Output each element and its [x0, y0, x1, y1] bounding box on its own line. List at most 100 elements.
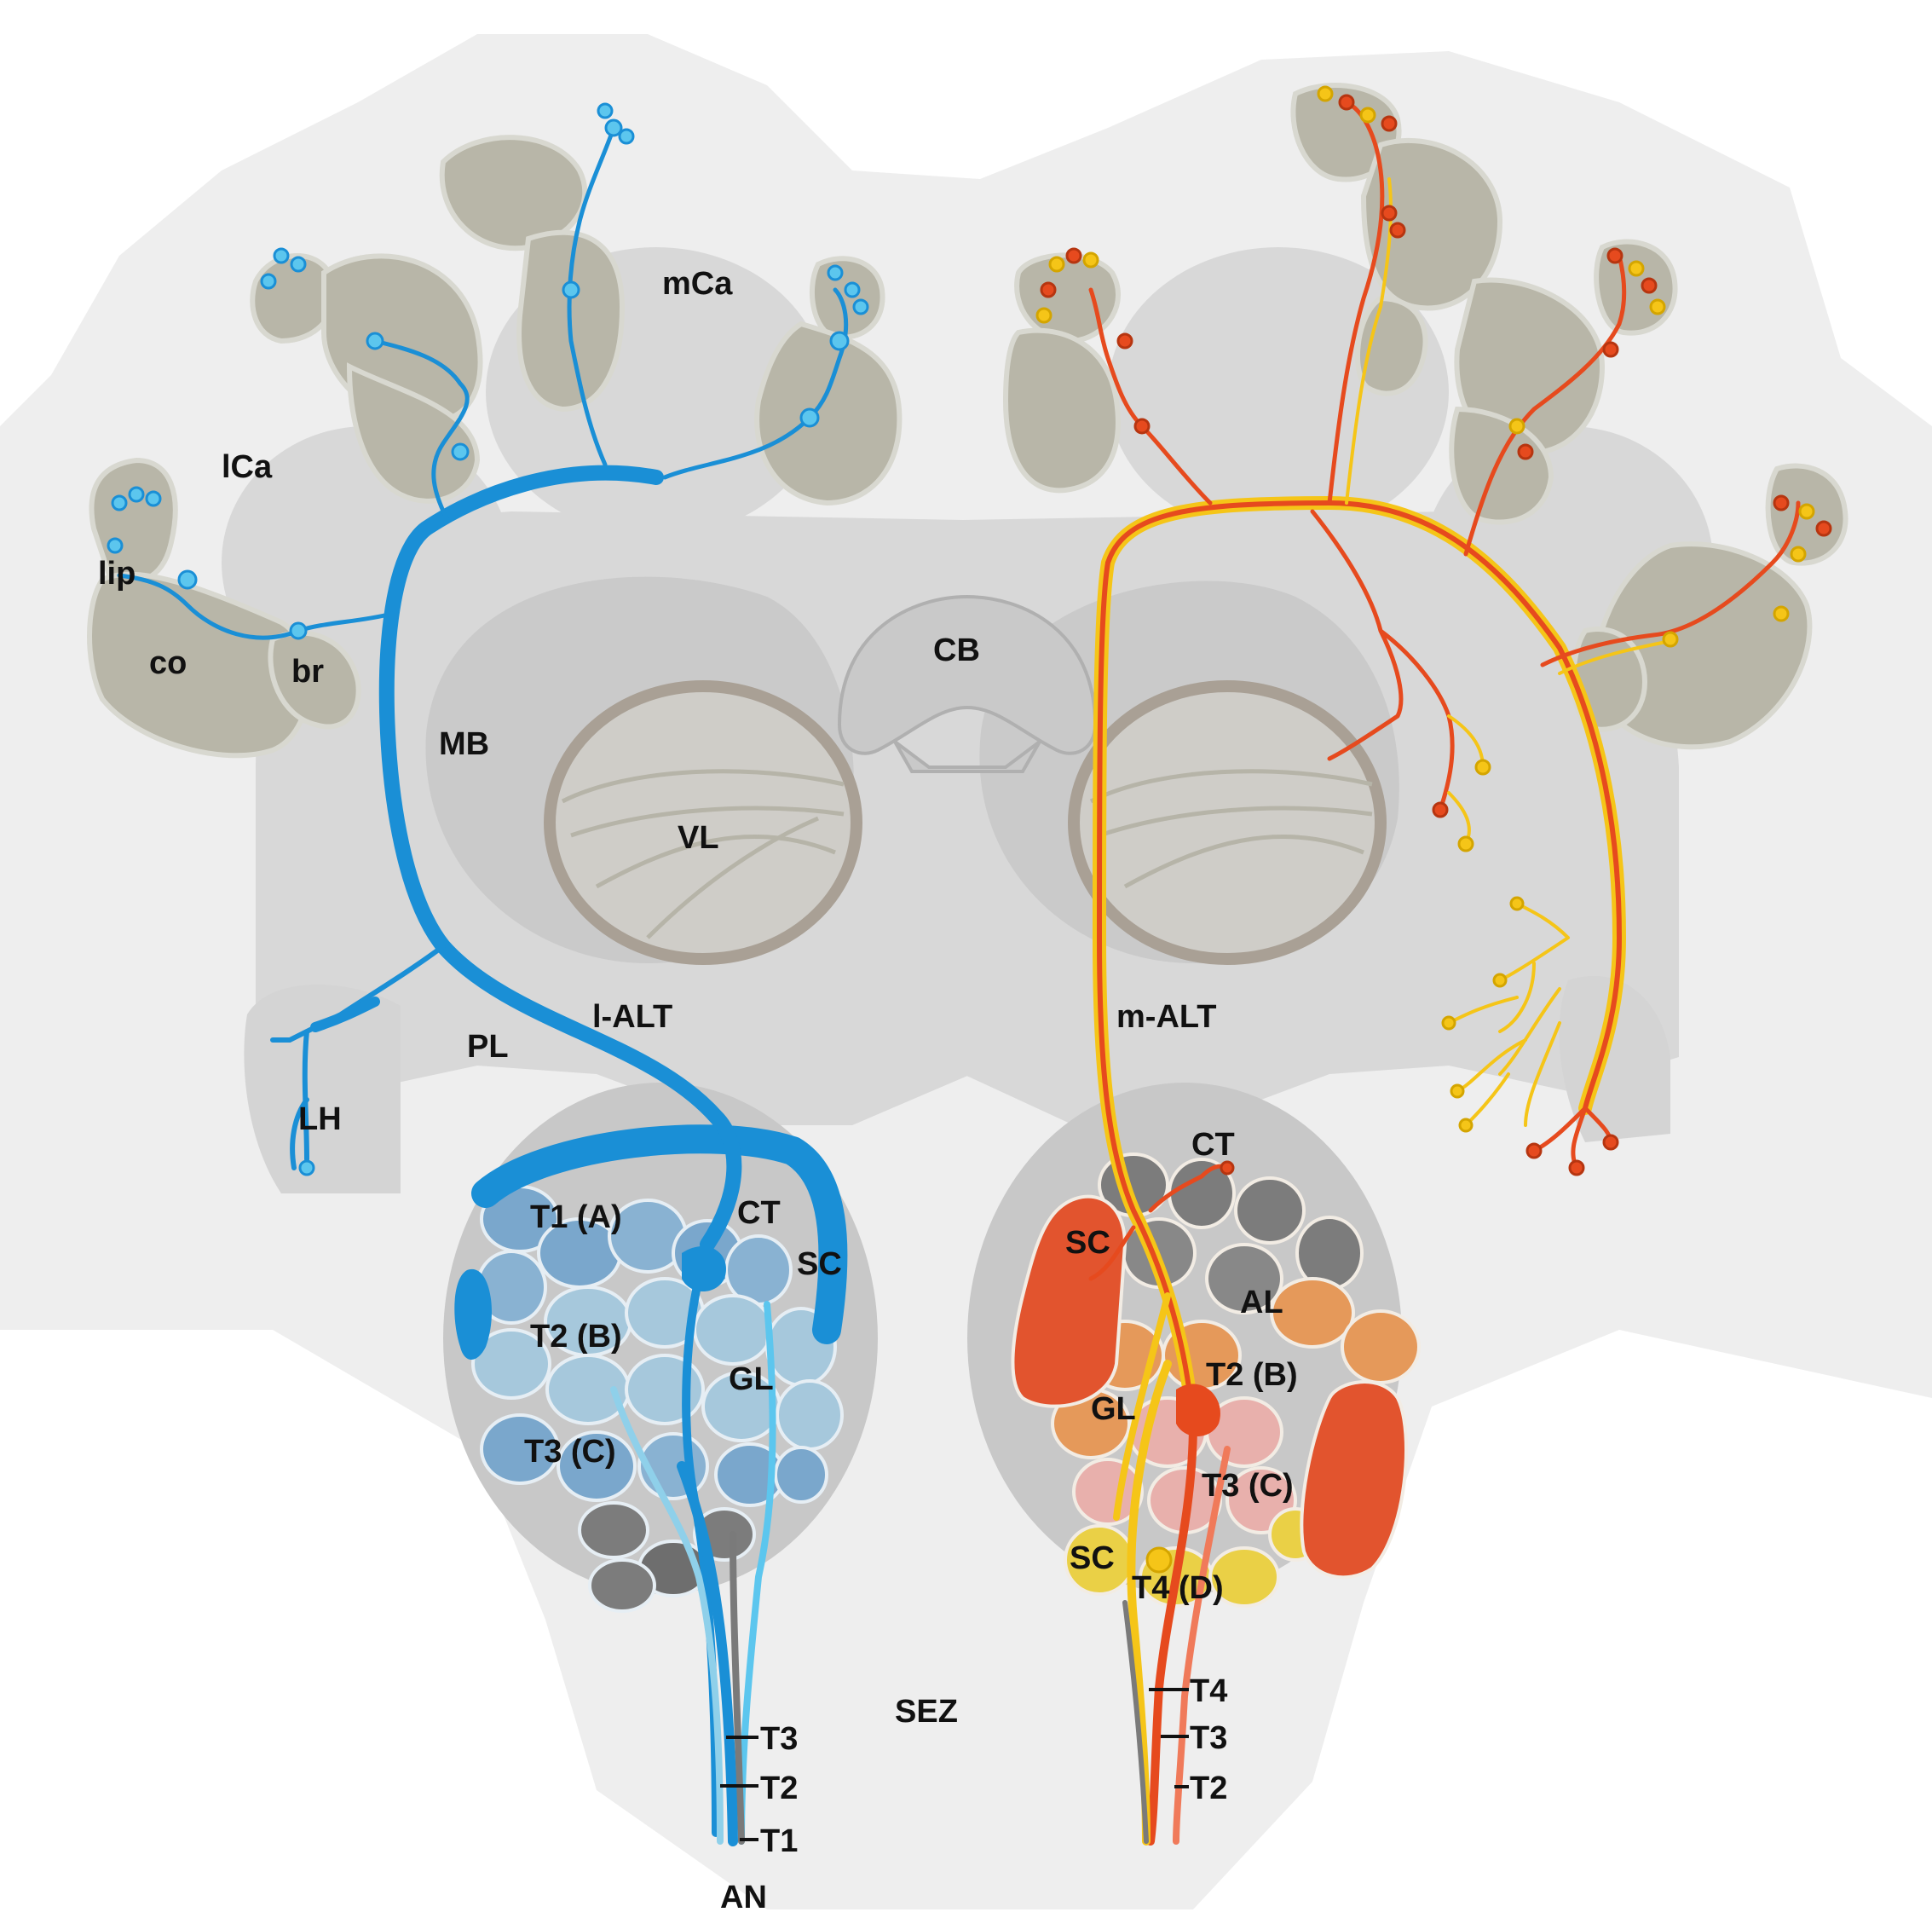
label-pl: PL [467, 1029, 509, 1065]
glomerulus [693, 1294, 773, 1366]
label-gl-right: GL [1091, 1391, 1136, 1427]
l-alt-branch-ca [662, 287, 849, 480]
bouton [451, 442, 470, 461]
glomerulus [774, 1446, 828, 1504]
bouton [1662, 631, 1679, 648]
bouton [1492, 973, 1508, 988]
label-t4d: T4 (D) [1132, 1570, 1224, 1606]
bouton [597, 102, 614, 119]
m-alt-branch-ca4 [1540, 500, 1801, 667]
bouton [298, 1159, 315, 1176]
label-lip: lip [98, 556, 136, 592]
bouton [1509, 896, 1525, 911]
label-ct-right: CT [1191, 1127, 1235, 1163]
bouton [1040, 281, 1057, 298]
bouton [799, 407, 820, 428]
bouton [260, 273, 277, 290]
glomerulus [724, 1234, 793, 1306]
bouton [1568, 1159, 1585, 1176]
bouton [1048, 256, 1065, 273]
m-alt-branch-ca3 [1463, 253, 1627, 557]
lh-thick [310, 997, 380, 1032]
label-an: AN [720, 1880, 767, 1915]
right-neuron-boutons [1035, 85, 1832, 1574]
bouton [1145, 1546, 1173, 1574]
vertical-lobe-right [1068, 680, 1387, 965]
label-gl-left: GL [729, 1361, 774, 1397]
label-tract-t2-left: T2 [760, 1771, 798, 1806]
label-sc-left: SC [797, 1246, 842, 1282]
bouton [1441, 1015, 1456, 1031]
bouton [1220, 1160, 1235, 1176]
calyx-right-1b [1002, 327, 1121, 494]
bouton [1815, 520, 1832, 537]
vertical-lobe-left [544, 680, 862, 965]
calyx-co-left [87, 571, 312, 759]
bouton [604, 118, 623, 137]
calyx-left-4b [754, 321, 903, 506]
bouton [366, 332, 384, 350]
l-alt-branch-lca [372, 338, 470, 523]
lateral-horn-region [244, 985, 401, 1193]
labels: lCa mCa lip co br MB CB VL PL LH l-ALT m… [98, 266, 1298, 1915]
bouton [1798, 503, 1815, 520]
calyces-left [87, 135, 903, 759]
label-t3c-right: T3 (C) [1202, 1468, 1294, 1504]
m-alt-branch-ca2 [1327, 100, 1385, 505]
sc-right-side [1300, 1380, 1408, 1580]
glomerulus [1208, 1546, 1280, 1608]
glomerulus [557, 1430, 637, 1502]
an-tract-right-1 [1146, 1419, 1197, 1846]
bouton [111, 494, 128, 511]
label-tract-t1-left: T1 [760, 1823, 798, 1859]
bouton [852, 298, 869, 315]
bouton [107, 537, 124, 554]
label-sc-right-bottom: SC [1070, 1540, 1115, 1576]
bouton [1359, 107, 1376, 124]
an-tract-right-2 [1173, 1446, 1231, 1845]
right-neuron [1088, 100, 1801, 1846]
label-cb: CB [933, 633, 980, 668]
bouton [827, 264, 844, 281]
label-lca: lCa [222, 449, 273, 485]
glomerulus [588, 1558, 656, 1613]
bouton [1389, 222, 1406, 239]
bouton [1641, 277, 1658, 294]
label-lh: LH [298, 1101, 342, 1137]
bouton [1381, 205, 1398, 222]
calyx-left-2c [346, 362, 481, 504]
label-ct-left: CT [737, 1195, 781, 1231]
ct-arc-left [471, 1124, 848, 1344]
an-tract-right-5 [1113, 1292, 1171, 1521]
bouton [1474, 759, 1491, 776]
label-t2b-left: T2 (B) [530, 1319, 622, 1355]
bouton [1133, 418, 1151, 435]
an-tract-left-4 [730, 1531, 745, 1845]
bouton [1035, 307, 1053, 324]
bouton [1790, 546, 1807, 563]
m-alt-tract-red [1096, 500, 1623, 1426]
sc-left-bar [454, 1268, 492, 1360]
left-neuron-lobe-terminal [682, 1245, 726, 1291]
calyx-right-2c [1355, 295, 1428, 396]
bouton [1458, 1118, 1474, 1133]
bouton [1338, 94, 1355, 111]
label-tract-t3-right: T3 [1190, 1720, 1227, 1756]
bouton [1065, 247, 1082, 264]
label-l-alt: l-ALT [592, 999, 672, 1035]
glomerulus [1341, 1309, 1421, 1384]
lh-branch-right-yellow [1447, 902, 1570, 1127]
sc-branch-right [1088, 1225, 1136, 1281]
al-right-glomeruli [1051, 1153, 1421, 1608]
bouton [1116, 332, 1133, 350]
label-mb: MB [439, 726, 489, 762]
label-t3c-left: T3 (C) [524, 1434, 616, 1470]
bouton [177, 569, 198, 590]
bouton [1432, 801, 1449, 818]
label-m-alt: m-ALT [1116, 999, 1217, 1035]
calyces-right [1002, 83, 1848, 750]
glomerulus [480, 1413, 560, 1485]
vertical-lobes [425, 576, 1399, 965]
l-alt-tract [378, 465, 742, 1252]
bouton [618, 128, 635, 145]
